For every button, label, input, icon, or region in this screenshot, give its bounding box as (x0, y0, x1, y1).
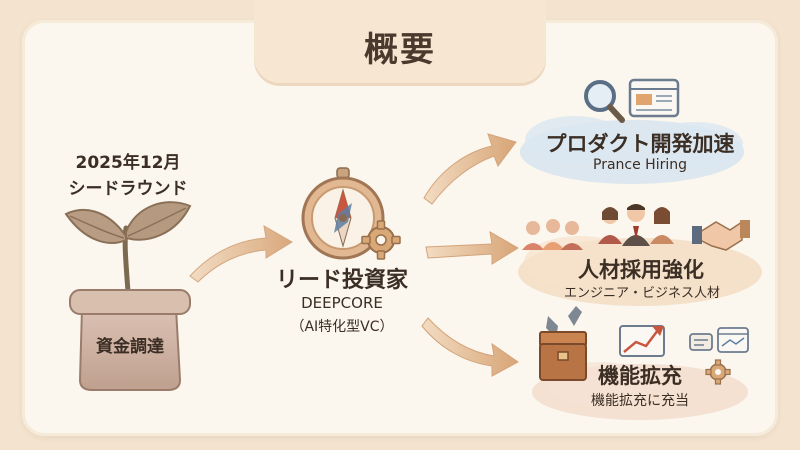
use-subtitle-hiring: エンジニア・ビジネス人材 (563, 286, 720, 301)
pot-label: 資金調達 (96, 337, 164, 357)
compass-gear-icon (301, 167, 401, 260)
use-title-product: プロダクト開発加速 (545, 132, 735, 156)
gear-icon (705, 359, 731, 385)
arrow-to-hiring (425, 231, 519, 265)
investor-note: （AI特化型VC） (290, 319, 394, 335)
trend-chart-icon (619, 325, 665, 357)
use-subtitle-product: Prance Hiring (593, 157, 687, 173)
seed-date: 2025年12月 (75, 153, 181, 173)
magnifier-icon (584, 80, 625, 123)
team-people-icon (522, 204, 674, 250)
arrow-to-product (423, 133, 517, 205)
toolbox-icon (539, 306, 587, 381)
use-title-features: 機能拡充 (598, 364, 682, 388)
arrow-to-features (421, 317, 519, 377)
title-tab (254, 0, 546, 86)
investor-label: リード投資家 (275, 268, 408, 293)
seed-round: シードラウンド (68, 179, 188, 199)
seedling-pot-icon (64, 201, 192, 391)
handshake-icon (692, 220, 750, 251)
investor-name: DEEPCORE (301, 294, 383, 312)
chat-bubble-icon (689, 333, 713, 351)
page-title: 概要 (364, 30, 436, 70)
mini-browser-icon (717, 327, 749, 353)
browser-window-icon (628, 78, 680, 118)
arrow-seed-to-investor (189, 225, 293, 283)
cloud-blue (520, 116, 744, 184)
use-title-hiring: 人材採用強化 (578, 258, 704, 282)
use-subtitle-features: 機能拡充に充当 (591, 393, 689, 409)
